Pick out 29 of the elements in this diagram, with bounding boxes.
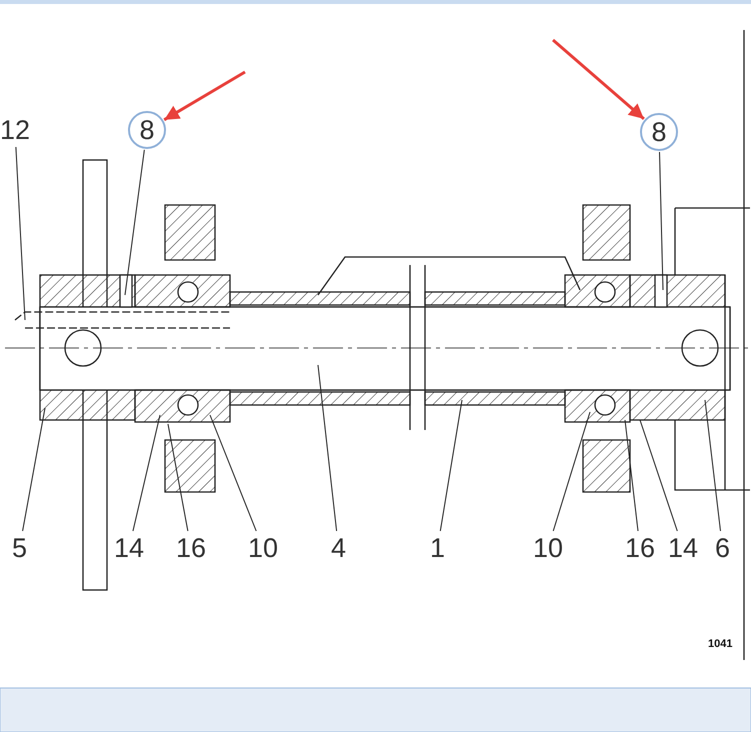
leader-line [15,146,26,320]
callout-number: 14 [668,533,698,563]
callout-number: 10 [533,533,564,563]
callout-number: 1 [430,533,446,563]
arrow [163,70,246,122]
callout-number: 14 [114,533,144,563]
leader-line [124,149,145,296]
circled-callout-number: 8 [128,111,166,149]
callout-number: 6 [715,533,730,563]
leader-line [640,420,678,532]
callout-number: 4 [331,533,346,563]
leader-line [168,424,188,532]
callout-number: 10 [248,533,278,563]
leader-line [440,400,462,532]
callout-number: 16 [625,533,656,563]
leader-line [22,408,46,532]
leader-line [552,412,590,532]
callout-number: 12 [0,115,30,145]
arrow [552,38,645,120]
leader-line [704,400,721,532]
callout-number: 5 [12,533,28,563]
leader-line [624,420,638,532]
leader-line [659,152,664,290]
leader-line [210,414,257,532]
leader-line [132,414,160,532]
callout-number: 16 [176,533,206,563]
drawing-number: 1041 [708,638,732,650]
leader-line [318,364,338,532]
circled-callout-number: 8 [640,113,678,151]
